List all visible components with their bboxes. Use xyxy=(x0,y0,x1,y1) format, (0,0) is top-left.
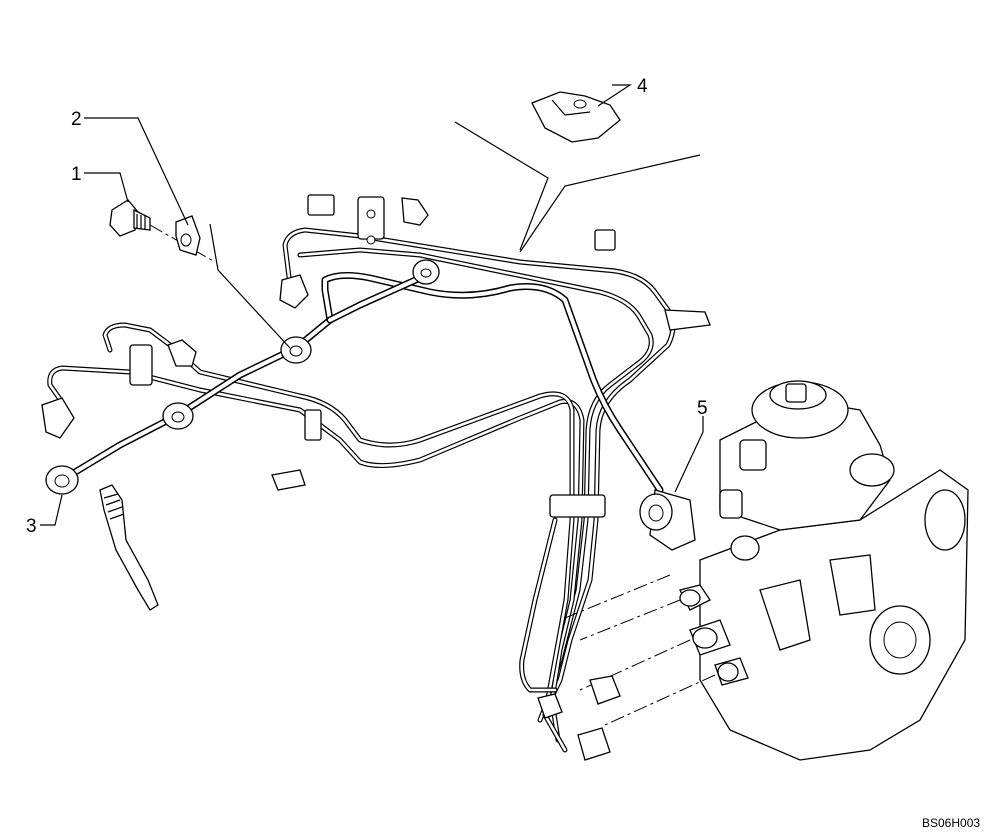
callout-5: 5 xyxy=(697,398,708,419)
banjo-bolt xyxy=(109,199,216,263)
glow-plug xyxy=(99,484,159,611)
drawing-code: BS06H003 xyxy=(922,816,980,830)
delivery-valve xyxy=(679,584,711,611)
callout-2: 2 xyxy=(71,109,82,130)
banjo-eye xyxy=(45,465,79,495)
banjo-eye xyxy=(280,336,312,364)
injection-pipe-assembly xyxy=(41,194,711,753)
injection-pump xyxy=(537,380,969,761)
delivery-valve xyxy=(714,657,749,686)
banjo-eye xyxy=(162,402,194,430)
hose-end-cap xyxy=(639,489,696,551)
leak-off-hose xyxy=(45,259,696,551)
callout-labels: 1 2 3 4 5 xyxy=(26,76,708,537)
callout-3: 3 xyxy=(26,516,37,537)
delivery-valve xyxy=(730,535,760,561)
sealing-washer-bracket xyxy=(175,215,201,256)
leader-lines xyxy=(40,84,704,526)
pipe-clamp xyxy=(531,91,621,143)
callout-4: 4 xyxy=(637,76,648,97)
delivery-valve xyxy=(689,619,731,656)
callout-1: 1 xyxy=(71,164,82,185)
banjo-eye xyxy=(412,259,440,285)
